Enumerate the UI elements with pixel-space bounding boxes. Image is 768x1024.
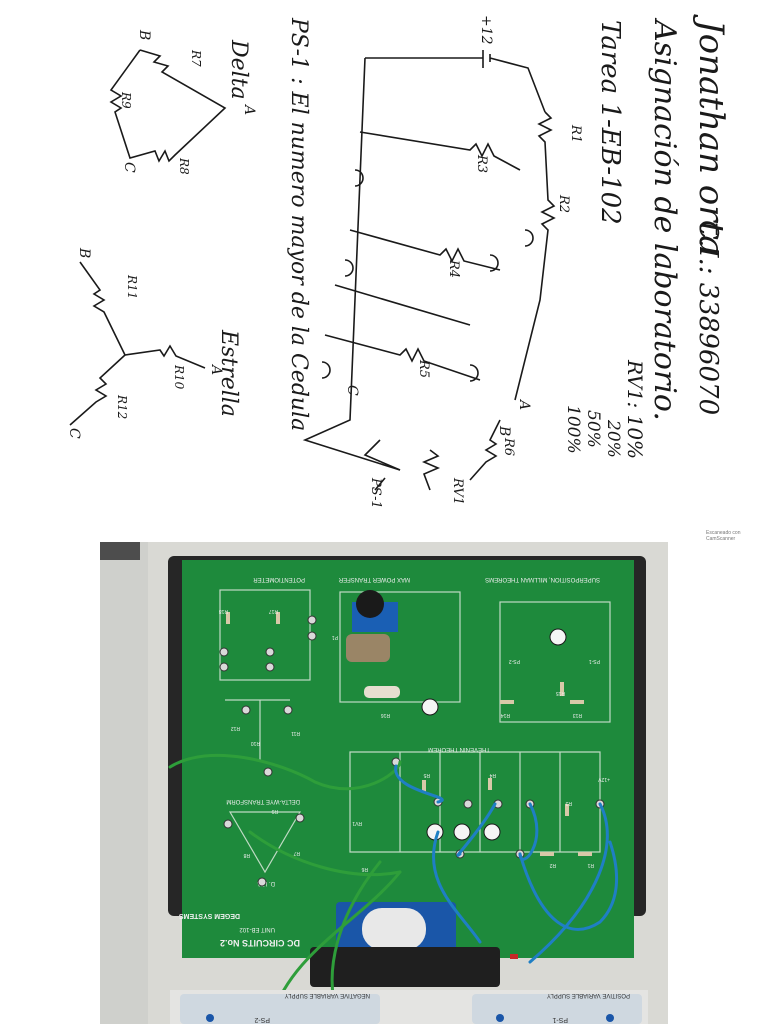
circuit-node-a: A (516, 398, 532, 410)
blue-wire-6[interactable] (518, 840, 619, 931)
blue-wire-3[interactable] (456, 802, 497, 857)
delta-node-c: C (121, 162, 137, 173)
r12-label: R12 (115, 394, 129, 419)
r1-label: R1 (568, 124, 583, 143)
pcb-label-r11: R11 (291, 730, 300, 736)
rv-header: RV1: 10% (623, 359, 647, 459)
pcb-label-r13: R13 (573, 712, 582, 718)
star-schematic (69, 261, 206, 426)
handwritten-sheet: Jonathan orta C.I.: 33896070 Asignación … (66, 14, 731, 509)
ps2-terminal[interactable] (206, 1014, 214, 1022)
pcb-label-r17: R17 (269, 608, 278, 614)
ps-note: PS-1 : El numero mayor de la Cedula (286, 17, 311, 431)
student-ci: C.I.: 33896070 (693, 220, 723, 415)
pcb-label-r18: R18 (219, 608, 228, 614)
r7-label: R7 (189, 49, 203, 67)
task-title: Tarea 1-EB-102 (595, 20, 625, 225)
circuit-schematic (302, 50, 556, 491)
supply-label: +12 (478, 15, 494, 45)
pcb-label-r16: R16 (381, 712, 390, 718)
battery (362, 908, 426, 950)
pcb-label-r9: R9 (271, 808, 278, 814)
notes-drawing: Jonathan orta C.I.: 33896070 Asignación … (66, 14, 731, 509)
blue-wire-2[interactable] (431, 830, 482, 944)
estrella-title: Estrella (216, 329, 241, 417)
rv-value-3: 100% (563, 405, 583, 454)
pcb-label-r15: R15 (556, 690, 565, 696)
rv-value-2: 50% (583, 410, 603, 448)
section-superposition: SUPERPOSITION, MILLMAN THEOREMS (485, 576, 600, 582)
star-node-b: B (76, 247, 92, 258)
ps1-terminal[interactable] (496, 1014, 504, 1022)
pcb-label-r7: R7 (293, 850, 300, 856)
r10-label: R10 (172, 364, 186, 390)
star-node-c: C (66, 428, 82, 439)
red-led (510, 954, 518, 959)
pcb-label-r3: R3 (565, 800, 572, 806)
section-thevenin: THEVENIN THEOREM (428, 746, 490, 752)
ammeter-max-power (421, 698, 439, 716)
battery-clamp (310, 947, 500, 987)
pcb-label-ps1: PS-1 (589, 658, 600, 664)
ammeter-thevenin-3 (483, 823, 501, 841)
pcb-label-r1: R1 (587, 862, 594, 868)
potentiometer-knob[interactable] (356, 590, 384, 618)
assignment-title: Asignación de laboratorio. (647, 17, 682, 421)
circuit-node-b: B (496, 425, 512, 436)
r3-label: R3 (474, 154, 489, 173)
ps1-terminal-2[interactable] (606, 1014, 614, 1022)
pcb-label-r5: R5 (423, 772, 430, 778)
green-wire-2[interactable] (248, 830, 402, 877)
blue-wire-5[interactable] (528, 802, 609, 964)
board-unit: UNIT EB-102 (239, 926, 275, 932)
delta-node-b: B (136, 29, 152, 40)
pcb-label-r12: R12 (231, 725, 240, 731)
delta-node-a: A (241, 103, 257, 115)
board-photo: POTENTIOMETER MAX POWER TRANSFER SUPERPO… (100, 542, 668, 1024)
r11-label: R11 (125, 274, 139, 299)
pcb-label-r4: R4 (489, 772, 496, 778)
pcb-label-12v: +12V (598, 776, 610, 782)
ps2-supply-label: PS-2 (254, 1016, 270, 1023)
ps1-supply-label: PS-1 (552, 1016, 568, 1023)
section-delta-wye: DELTA-WYE TRANSFORM (226, 798, 300, 804)
negative-supply-label: NEGATIVE VARIABLE SUPPLY (285, 992, 370, 998)
ammeter-thevenin-2 (453, 823, 471, 841)
star-node-a: A (208, 363, 224, 375)
positive-supply-label: POSITIVE VARIABLE SUPPLY (547, 992, 630, 998)
delta-title: Delta (226, 39, 251, 100)
circuit-node-c: C (344, 385, 360, 396)
rv1-label: RV1 (450, 477, 465, 505)
r2-label: R2 (556, 194, 571, 213)
r9-label: R9 (119, 91, 133, 109)
pcb-label-r6: R6 (361, 866, 368, 872)
r8-label: R8 (177, 157, 191, 175)
ps1-label: PS-1 (368, 477, 383, 509)
board-title: DC CIRCUITS No.2 (220, 938, 300, 948)
green-wire-1[interactable] (168, 753, 402, 791)
r6-label: R6 (501, 437, 516, 456)
ammeter-superposition (549, 628, 567, 646)
r5-label: R5 (416, 359, 431, 378)
board-brand: DEGEM SYSTEMS (179, 912, 240, 919)
pcb-label-r2: R2 (549, 862, 556, 868)
student-name: Jonathan orta (691, 14, 731, 255)
r4-label: R4 (446, 259, 461, 278)
pcb-label-rv1: RV1 (352, 820, 362, 826)
scanner-credit: Escaneado con CamScanner (706, 530, 741, 542)
pcb-label-r10: R10 (251, 740, 260, 746)
section-max-power: MAX POWER TRANSFER (338, 576, 410, 582)
rv-value-1: 20% (603, 419, 623, 458)
pcb-label-r8: R8 (243, 852, 250, 858)
pcb-label-ps2: PS-2 (509, 658, 520, 664)
pcb-label-p1: P1 (332, 634, 338, 640)
blue-wire-1[interactable] (394, 764, 444, 804)
delta-schematic (109, 49, 227, 163)
pcb-label-r14: R14 (501, 712, 510, 718)
section-potentiometer: POTENTIOMETER (253, 576, 305, 582)
resistor-components (226, 612, 592, 856)
trainer-board: POTENTIOMETER MAX POWER TRANSFER SUPERPO… (100, 542, 648, 1024)
